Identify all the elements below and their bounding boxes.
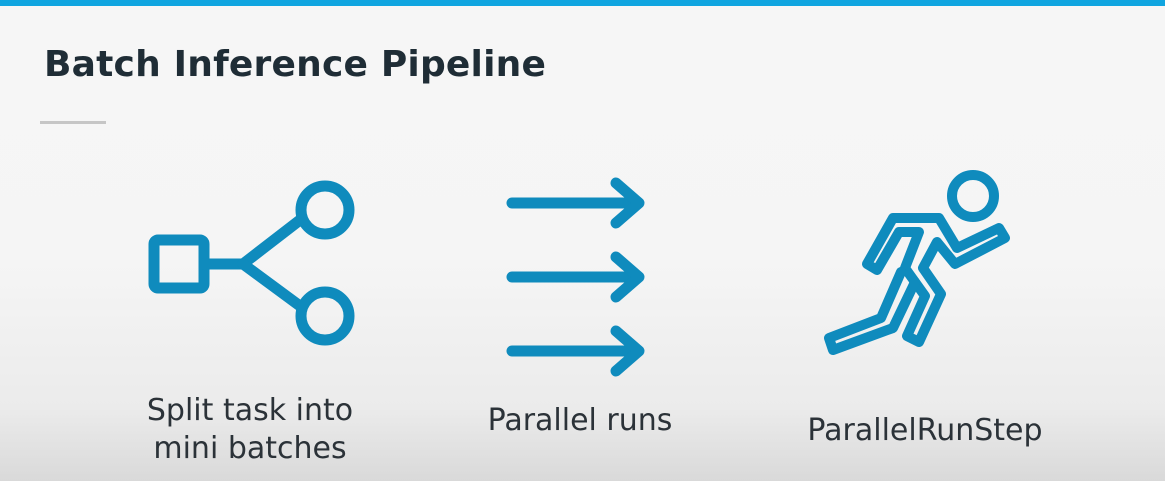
parallel-run-step-label-line-1: ParallelRunStep — [807, 413, 1043, 448]
share-split-icon — [140, 176, 360, 351]
split-task-label: Split task into mini batches — [120, 392, 380, 468]
title-divider — [40, 121, 106, 124]
parallel-runs-label: Parallel runs — [470, 402, 690, 440]
slide-title: Batch Inference Pipeline — [44, 44, 547, 85]
split-task-label-line-1: Split task into — [146, 393, 354, 428]
parallel-run-step-label: ParallelRunStep — [790, 412, 1060, 450]
parallel-runs-label-line-1: Parallel runs — [487, 403, 673, 438]
runner-icon — [815, 168, 1035, 378]
split-task-label-line-2: mini batches — [153, 431, 347, 466]
parallel-arrows-icon — [500, 172, 660, 382]
top-accent-bar — [0, 0, 1165, 6]
